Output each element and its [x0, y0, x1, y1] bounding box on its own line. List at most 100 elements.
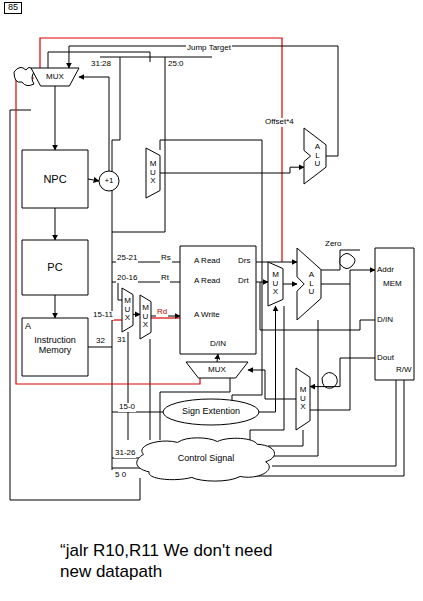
node-content: AddrMEMD/INDoutR/W — [375, 248, 414, 380]
signal-label: 25-21 — [116, 254, 138, 263]
signal-label: 32 — [95, 337, 106, 346]
node-text: +1 — [104, 177, 113, 186]
control-wire — [274, 320, 318, 456]
node-text: A L U — [308, 271, 315, 297]
connector — [55, 86, 56, 150]
node-content: M U X — [122, 288, 133, 332]
signal-label: 25:0 — [167, 60, 185, 69]
connector — [88, 179, 99, 181]
jump-target-wire — [112, 57, 120, 140]
process-box: NPC — [22, 150, 88, 208]
mux-outline — [122, 288, 133, 332]
trapV-node: M U X — [268, 262, 283, 306]
control-wire — [255, 380, 404, 476]
signal-label: Rs — [160, 254, 172, 263]
node-content: MUX — [186, 362, 248, 378]
node-content: Sign Extention — [163, 399, 259, 425]
control-wire — [150, 339, 151, 440]
connector — [217, 354, 218, 362]
scribble-blob — [322, 372, 337, 388]
box-outline — [375, 248, 414, 380]
connector — [69, 46, 338, 156]
blob-node: Control Signal — [135, 436, 277, 482]
signal-label: Rt — [160, 274, 170, 283]
highlight-wire — [16, 78, 200, 384]
mux-outline — [304, 128, 326, 184]
connector — [256, 282, 268, 283]
control-wire — [268, 430, 303, 446]
node-text: NPC — [43, 173, 66, 185]
node-content: A L U — [297, 248, 321, 320]
connector — [321, 270, 375, 284]
mux-outline — [296, 368, 310, 430]
mux-outline — [140, 295, 151, 339]
node-text: M U X — [124, 297, 131, 323]
signal-label: 31-26 — [114, 449, 136, 458]
jump-target-wire — [100, 57, 212, 58]
zero-wire — [321, 250, 360, 270]
mux-outline — [297, 248, 321, 320]
ellipse-node: Sign Extention — [163, 399, 259, 425]
mux-outline — [146, 148, 160, 198]
ellipse-outline — [163, 399, 259, 425]
control-wire — [272, 380, 396, 466]
box-outline — [22, 150, 88, 208]
figure-number: 85 — [4, 2, 22, 14]
process-box: A ReadA ReadA WriteD/INDrsDrt — [180, 246, 256, 354]
box-outline — [180, 246, 256, 354]
connector — [248, 370, 296, 399]
signal-label: 15-0 — [118, 403, 136, 412]
alu-node: A L U — [297, 248, 321, 320]
trapH-node: MUX — [31, 68, 79, 86]
signal-label: Jump Target — [186, 44, 232, 53]
node-text: Dout — [377, 354, 394, 363]
node-text: A — [25, 322, 31, 332]
signal-label: Rd — [156, 308, 168, 317]
node-text: Drt — [238, 277, 249, 286]
signal-label: 20-16 — [116, 274, 138, 283]
trapH-node: MUX — [186, 362, 248, 378]
rt-wire — [118, 282, 122, 300]
node-outline — [304, 128, 326, 184]
control-wire — [10, 110, 140, 500]
node-text: A Read — [194, 277, 220, 286]
node-text: MUX — [208, 366, 226, 375]
node-text: Addr — [377, 266, 394, 275]
node-content: PC — [22, 240, 88, 295]
node-text: A Write — [194, 311, 220, 320]
node-content: NPC — [22, 150, 88, 208]
node-text: Drs — [238, 257, 250, 266]
signal-label: 5 0 — [114, 471, 127, 480]
mux-outline — [268, 262, 283, 306]
node-content: M U X — [268, 262, 283, 306]
node-text: A Read — [194, 257, 220, 266]
caption-note: “jalr R10,R11 We don't need new datapath — [60, 540, 300, 583]
box-outline — [22, 240, 88, 295]
node-content: AInstruction Memory — [22, 318, 88, 376]
node-text: M U X — [149, 160, 156, 186]
blob-outline — [137, 438, 275, 481]
node-text: M U X — [272, 271, 279, 297]
signal-label: Zero — [324, 240, 342, 249]
funct-wire — [112, 468, 140, 469]
trapV-node: M U X — [146, 148, 160, 198]
offset-wire — [160, 140, 262, 412]
jump-target-wire — [48, 52, 150, 68]
node-content: +1 — [99, 171, 119, 191]
connector — [283, 284, 297, 285]
connector — [133, 314, 140, 315]
signal-label: 31 — [116, 336, 127, 345]
node-text: MUX — [46, 73, 64, 82]
node-content: A ReadA ReadA WriteD/INDrsDrt — [180, 246, 256, 354]
box-outline — [22, 318, 88, 376]
process-box: AddrMEMD/INDoutR/W — [375, 248, 414, 380]
node-text: Control Signal — [178, 454, 235, 464]
jump-target-wire — [112, 57, 165, 232]
highlight-wire — [151, 317, 180, 318]
process-box: AInstruction Memory — [22, 318, 88, 376]
node-text: Sign Extention — [182, 407, 240, 417]
alu-node: A L U — [304, 128, 326, 184]
trapV-node: M U X — [122, 288, 133, 332]
instruction-bus — [88, 347, 112, 348]
process-box: PC — [22, 240, 88, 295]
